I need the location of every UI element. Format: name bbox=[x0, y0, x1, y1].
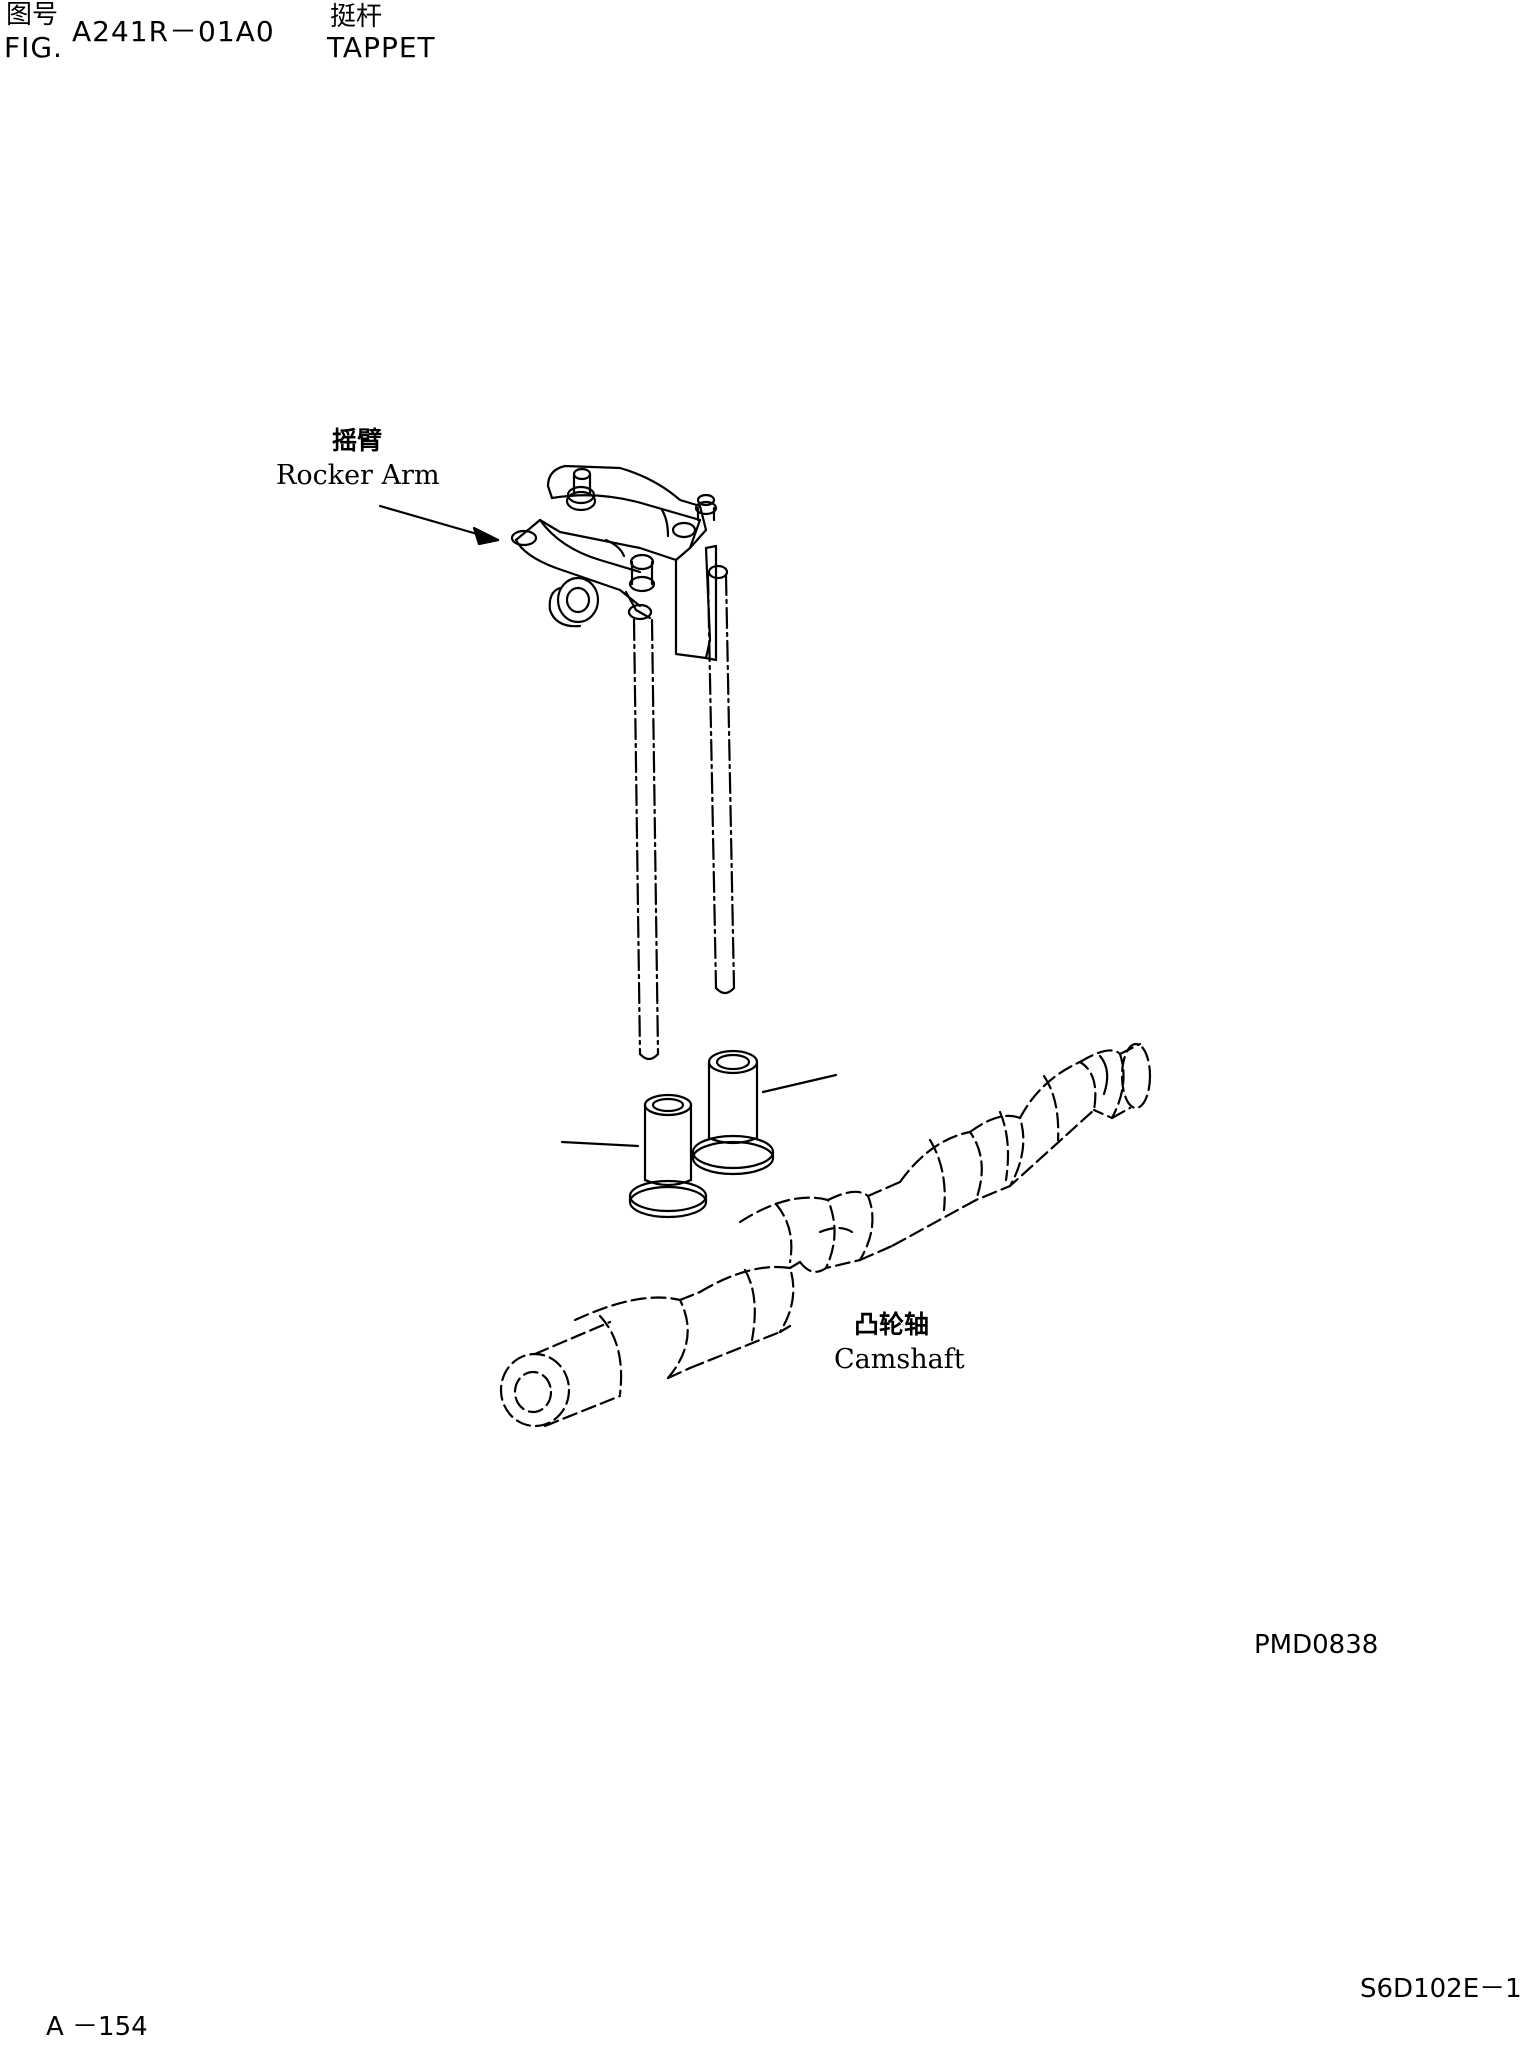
rocker-arm-assembly bbox=[510, 464, 729, 662]
push-rod-right bbox=[706, 573, 736, 990]
camshaft-label-cn: 凸轮轴 bbox=[854, 1310, 930, 1339]
tappet-left-leader bbox=[560, 1140, 640, 1148]
model-code: S6D102E－1 bbox=[1360, 1974, 1522, 2004]
drawing-code: PMD0838 bbox=[1254, 1630, 1379, 1660]
fig-number: A241R－01A0 bbox=[72, 15, 275, 48]
camshaft bbox=[499, 1042, 1152, 1428]
tappet-right bbox=[691, 1049, 775, 1176]
push-rod-left bbox=[632, 618, 660, 1056]
rocker-arm-label-en: Rocker Arm bbox=[276, 460, 440, 491]
push-rod-right-tip bbox=[714, 986, 736, 995]
rocker-arm-label-cn: 摇臂 bbox=[332, 426, 383, 455]
fig-label-en: FIG. bbox=[4, 31, 63, 64]
push-rod-left-tip bbox=[638, 1052, 660, 1061]
fig-label-cn: 图号 bbox=[6, 0, 59, 30]
rocker-arm-leader bbox=[378, 504, 500, 546]
camshaft-lobe-edge bbox=[1098, 1054, 1109, 1096]
title-cn: 挺杆 bbox=[330, 2, 383, 32]
title-en: TAPPET bbox=[327, 31, 436, 64]
page-number: A －154 bbox=[46, 2012, 148, 2042]
tappet-right-leader bbox=[761, 1073, 838, 1094]
camshaft-label-en: Camshaft bbox=[834, 1344, 965, 1375]
tappet-left bbox=[628, 1093, 708, 1219]
